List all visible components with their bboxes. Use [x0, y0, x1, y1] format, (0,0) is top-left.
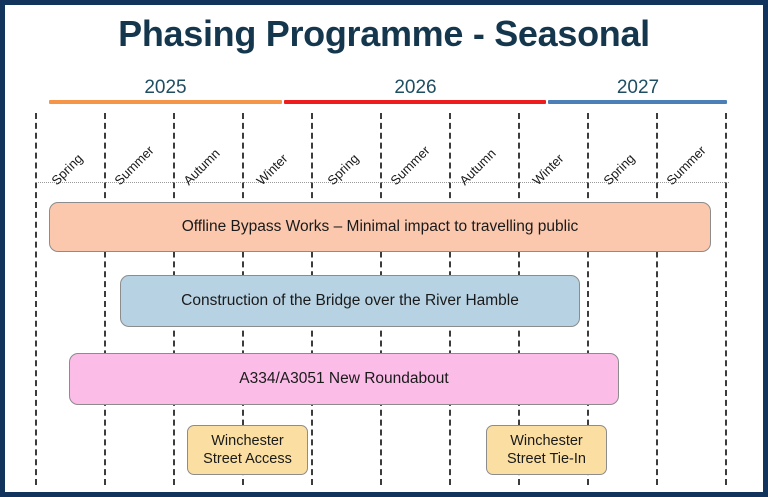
- year-text: 2026: [394, 77, 437, 98]
- phasing-gantt-chart: 2025 2026 2027: [5, 5, 763, 492]
- task-bar-label: Construction of the Bridge over the Rive…: [181, 292, 519, 310]
- task-bar-label: Winchester Street Access: [203, 432, 292, 467]
- gridline-1: [104, 113, 106, 485]
- gridline-8: [587, 113, 589, 485]
- year-label-2027: 2027: [549, 77, 727, 99]
- slide-inner: Phasing Programme - Seasonal 2025 2026 2…: [5, 5, 763, 492]
- task-bar-label: A334/A3051 New Roundabout: [239, 370, 449, 388]
- year-label-2025: 2025: [49, 77, 282, 99]
- gridline-10: [725, 113, 727, 485]
- year-rule-2027: [548, 100, 727, 104]
- year-rule-2026: [284, 100, 546, 104]
- gridline-0: [35, 113, 37, 485]
- year-label-2026: 2026: [285, 77, 546, 99]
- task-bar-label: Winchester Street Tie-In: [507, 432, 586, 467]
- gridline-9: [656, 113, 658, 485]
- task-bar-winchester-street-access[interactable]: Winchester Street Access: [187, 425, 308, 475]
- task-bar-bridge-construction[interactable]: Construction of the Bridge over the Rive…: [120, 275, 580, 327]
- season-axis-rule: [35, 182, 729, 183]
- year-text: 2027: [616, 77, 660, 98]
- task-bar-offline-bypass-works[interactable]: Offline Bypass Works – Minimal impact to…: [49, 202, 711, 252]
- year-text: 2025: [144, 77, 187, 98]
- task-bar-winchester-street-tie-in[interactable]: Winchester Street Tie-In: [486, 425, 607, 475]
- page-title: Phasing Programme - Seasonal: [118, 13, 650, 54]
- task-bar-label: Offline Bypass Works – Minimal impact to…: [181, 218, 579, 236]
- task-bar-new-roundabout[interactable]: A334/A3051 New Roundabout: [69, 353, 619, 405]
- year-rule-2025: [49, 100, 282, 104]
